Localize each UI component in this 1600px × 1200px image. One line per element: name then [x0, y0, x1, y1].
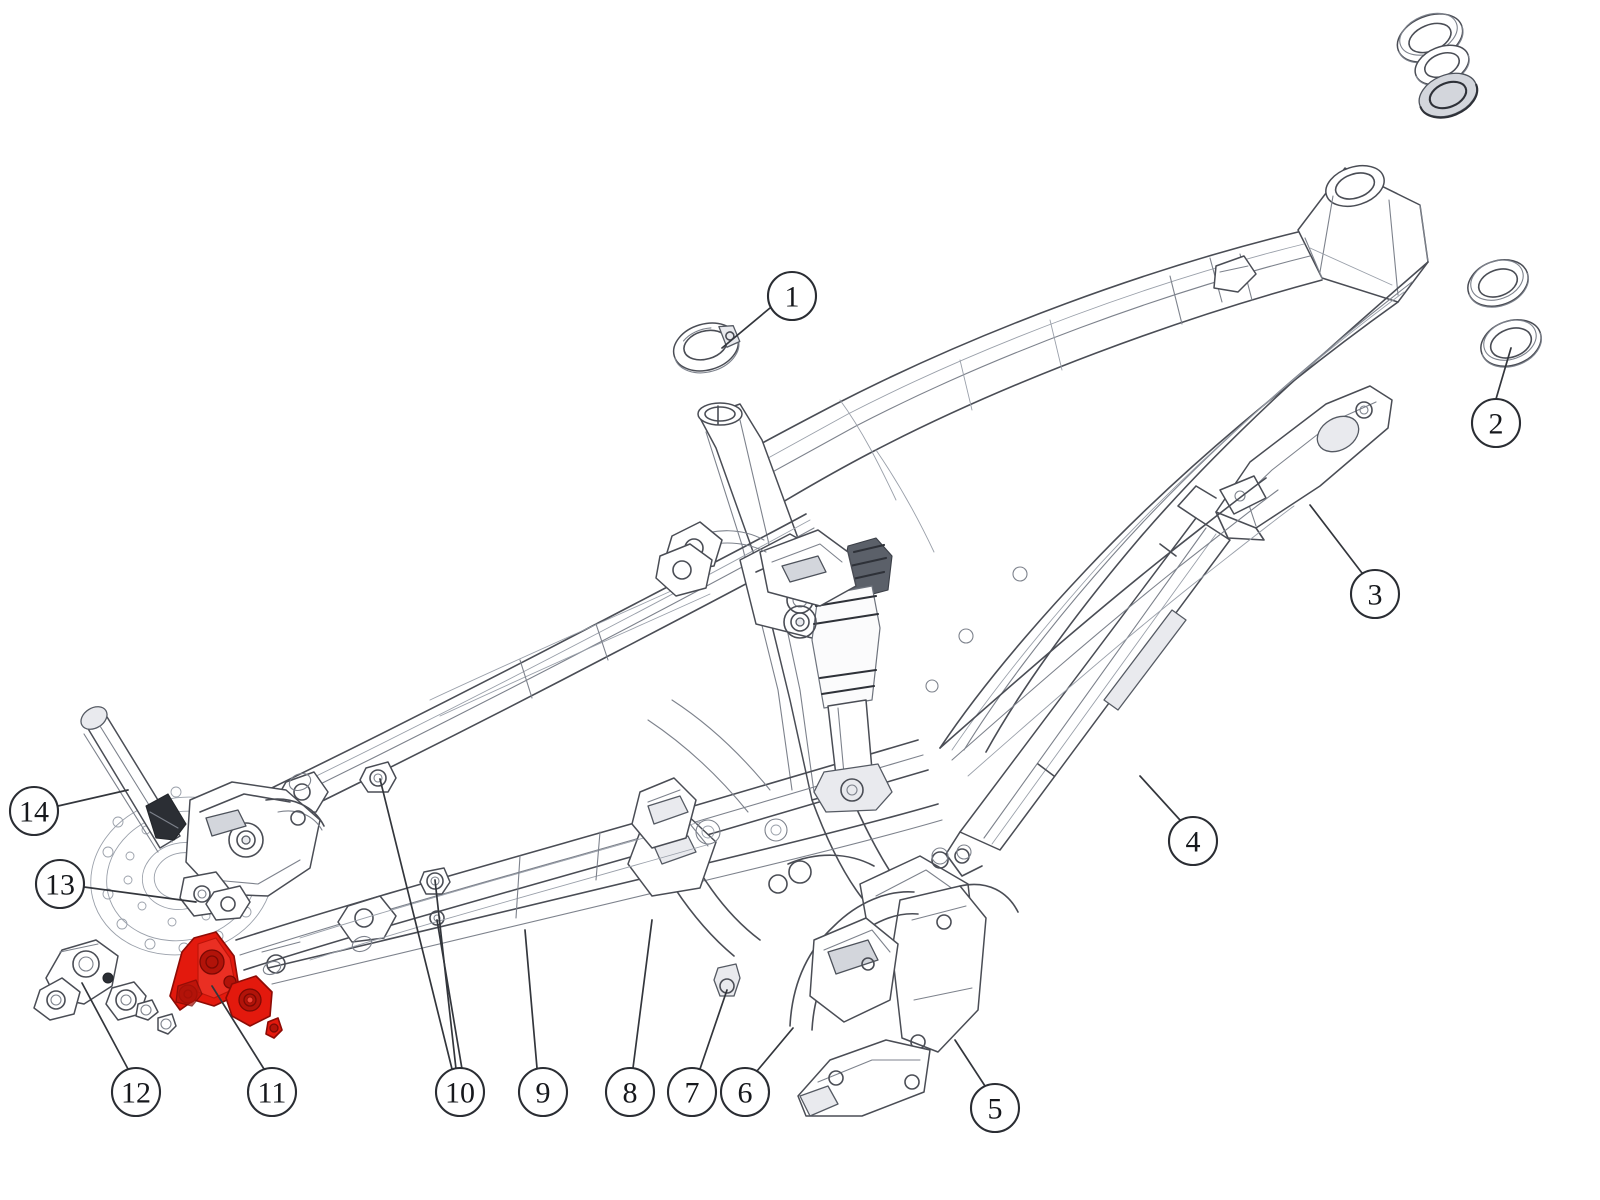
frame-hardware	[262, 255, 1257, 976]
callout-10[interactable]: 10	[434, 1066, 486, 1118]
derailleur-hanger-highlighted	[169, 931, 283, 1039]
swingarm-pivots	[261, 761, 451, 974]
callout-2-label: 2	[1489, 408, 1504, 441]
callout-12[interactable]: 12	[110, 1066, 162, 1118]
callout-4-label: 4	[1186, 826, 1201, 859]
rear-dropout-assembly	[179, 781, 325, 921]
dropout-washer	[105, 981, 159, 1021]
seat-clamp	[672, 322, 741, 374]
callout-5[interactable]: 5	[969, 1082, 1021, 1134]
dropout-bolt	[157, 1013, 177, 1035]
callout-leaders	[57, 307, 1512, 1087]
callout-5-label: 5	[988, 1093, 1003, 1126]
callout-6-label: 6	[738, 1077, 753, 1110]
callout-12-label: 12	[121, 1077, 151, 1110]
headset-bearing-stack-lower	[1467, 259, 1542, 368]
dropout-insert	[33, 939, 177, 1035]
bottom-bracket-guard	[891, 883, 1019, 1053]
frame-main-triangle	[697, 164, 1429, 899]
callout-11-label: 11	[258, 1077, 287, 1110]
frame-inner-detail	[299, 543, 771, 961]
callout-3-label: 3	[1368, 579, 1383, 612]
callout-14[interactable]: 14	[8, 785, 60, 837]
callout-11[interactable]: 11	[246, 1066, 298, 1118]
callout-6[interactable]: 6	[719, 1066, 771, 1118]
callout-7-label: 7	[685, 1077, 700, 1110]
callout-9-label: 9	[536, 1077, 551, 1110]
callout-14-label: 14	[19, 796, 49, 829]
rear-stay-detail	[925, 477, 1295, 777]
callout-13[interactable]: 13	[34, 858, 86, 910]
callout-9[interactable]: 9	[517, 1066, 569, 1118]
headset-bearing-stack-top	[1396, 12, 1479, 119]
pivot-bolt-lower-target	[713, 963, 741, 997]
chainstay-slider-guard	[789, 891, 931, 1117]
chainstay-protector	[945, 485, 1231, 877]
callout-1-label: 1	[785, 281, 800, 314]
callout-bubbles: 1 2 3 4 5 6 7	[8, 270, 1522, 1134]
callout-2[interactable]: 2	[1470, 397, 1522, 449]
rear-shock	[811, 537, 893, 813]
callout-3[interactable]: 3	[1349, 568, 1401, 620]
callout-8-label: 8	[623, 1077, 638, 1110]
callout-10-label: 10	[445, 1077, 475, 1110]
callout-13-label: 13	[45, 869, 75, 902]
pivot-bolt-a	[359, 761, 397, 793]
callout-4[interactable]: 4	[1167, 815, 1219, 867]
callout-7[interactable]: 7	[666, 1066, 718, 1118]
callout-8[interactable]: 8	[604, 1066, 656, 1118]
callout-1[interactable]: 1	[766, 270, 818, 322]
rear-thru-axle	[80, 706, 187, 853]
